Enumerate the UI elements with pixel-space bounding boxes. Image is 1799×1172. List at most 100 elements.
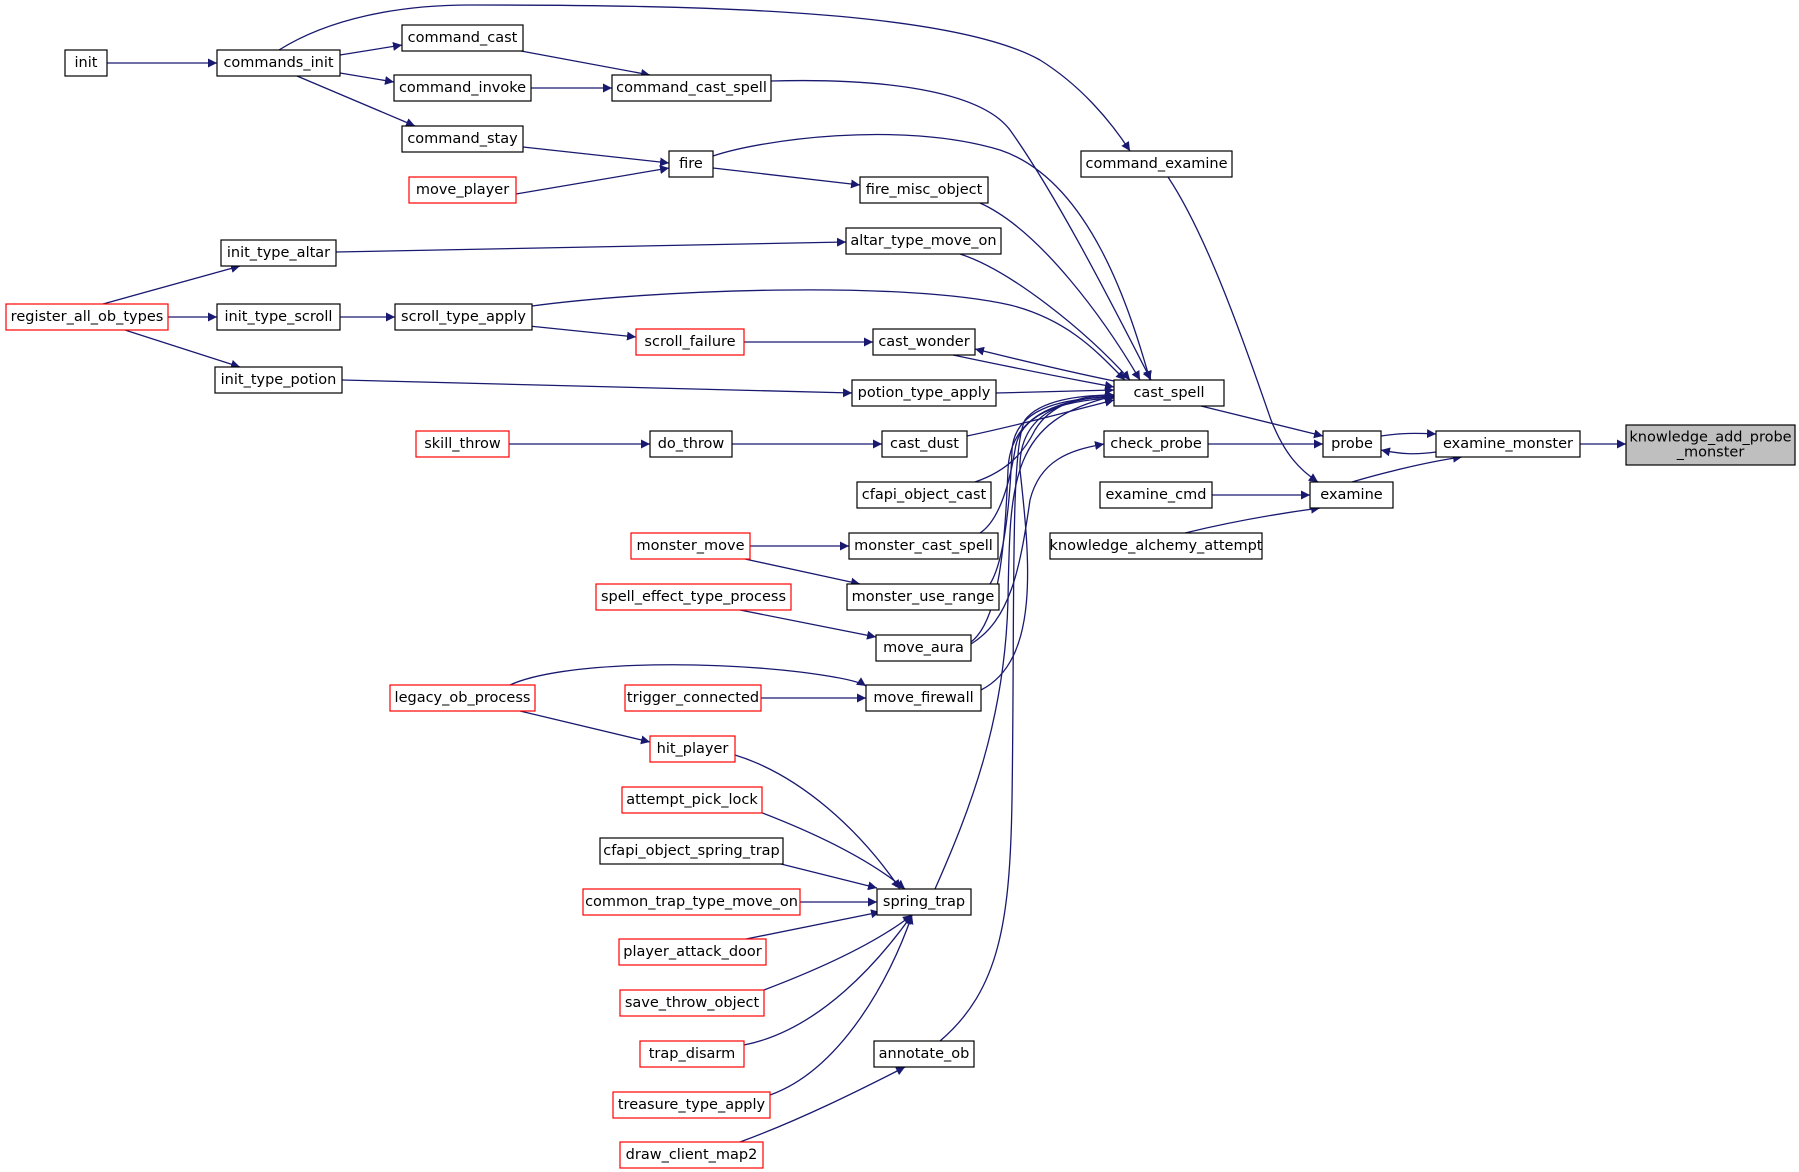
node-box — [1080, 150, 1233, 178]
node-label: altar_type_move_on — [850, 233, 996, 249]
node-command-invoke[interactable]: command_invoke — [393, 74, 532, 102]
node-examine-cmd[interactable]: examine_cmd — [1099, 481, 1213, 509]
node-label: _monster — [1676, 445, 1745, 461]
node-monster-cast-spell[interactable]: monster_cast_spell — [848, 532, 999, 560]
node-kaa[interactable]: knowledge_alchemy_attempt — [1049, 532, 1263, 560]
node-treasure-type-apply[interactable]: treasure_type_apply — [612, 1091, 771, 1119]
node-label: probe — [1331, 436, 1373, 452]
edge-attempt-pick-lock-to-spring-trap — [759, 811, 906, 890]
node-save-throw-object[interactable]: save_throw_object — [619, 989, 765, 1017]
node-commands-init[interactable]: commands_init — [216, 49, 341, 77]
node-attempt-pick-lock[interactable]: attempt_pick_lock — [621, 786, 763, 814]
node-fire-misc-object[interactable]: fire_misc_object — [859, 176, 989, 204]
node-altar-type-move-on[interactable]: altar_type_move_on — [845, 227, 1002, 255]
node-label: cast_spell — [1133, 385, 1204, 401]
node-do-throw[interactable]: do_throw — [649, 430, 733, 458]
node-skill-throw[interactable]: skill_throw — [415, 430, 510, 458]
node-label: treasure_type_apply — [618, 1097, 766, 1113]
node-box — [1435, 430, 1581, 458]
node-label: knowledge_alchemy_attempt — [1050, 538, 1263, 554]
node-box — [214, 366, 343, 394]
node-cast-spell[interactable]: cast_spell — [1113, 379, 1225, 407]
node-command-cast[interactable]: command_cast — [401, 24, 524, 52]
edge-init-type-altar-to-altar-type-move-on — [335, 237, 847, 253]
node-box — [216, 303, 341, 331]
node-label: command_stay — [407, 131, 518, 147]
node-legacy-ob-process[interactable]: legacy_ob_process — [389, 684, 536, 712]
node-box — [393, 74, 532, 102]
edge-monster-use-range-to-cast-spell — [989, 392, 1115, 585]
node-box — [611, 74, 772, 102]
node-cfapi-object-cast[interactable]: cfapi_object_cast — [856, 481, 992, 509]
edge-arrow — [959, 253, 1131, 381]
node-monster-use-range[interactable]: monster_use_range — [846, 583, 1000, 611]
node-label: monster_move — [636, 538, 744, 554]
node-label: hit_player — [657, 741, 729, 757]
node-command-examine[interactable]: command_examine — [1080, 150, 1233, 178]
edge-commands-init-to-command-invoke — [339, 72, 395, 85]
node-box — [635, 328, 745, 356]
node-potion-type-apply[interactable]: potion_type_apply — [851, 379, 997, 407]
edge-command-cast-spell-to-cast-spell — [770, 79, 1152, 381]
edge-arrow — [979, 202, 1141, 381]
node-init-type-scroll[interactable]: init_type_scroll — [216, 303, 341, 331]
node-label: legacy_ob_process — [395, 690, 531, 706]
edge-arrow — [989, 392, 1115, 585]
node-box — [873, 1040, 975, 1068]
node-check-probe[interactable]: check_probe — [1103, 430, 1209, 458]
node-box — [1049, 532, 1263, 560]
node-cast-wonder[interactable]: cast_wonder — [872, 328, 976, 356]
node-command-cast-spell[interactable]: command_cast_spell — [611, 74, 772, 102]
edge-arrow — [335, 237, 847, 253]
node-label: move_player — [416, 182, 509, 198]
node-box — [846, 583, 1000, 611]
node-label: command_invoke — [399, 80, 526, 96]
node-init[interactable]: init — [64, 49, 108, 77]
edge-command-stay-to-fire — [522, 146, 670, 167]
node-label: init_type_scroll — [225, 309, 333, 325]
edge-arrow — [1380, 429, 1437, 439]
node-draw-client-map2[interactable]: draw_client_map2 — [619, 1141, 764, 1169]
node-box — [582, 888, 801, 916]
node-move-aura[interactable]: move_aura — [875, 634, 972, 662]
node-init-type-altar[interactable]: init_type_altar — [220, 239, 337, 267]
edge-arrow — [970, 441, 1105, 645]
node-register-all-ob-types[interactable]: register_all_ob_types — [5, 303, 169, 331]
node-init-type-potion[interactable]: init_type_potion — [214, 366, 343, 394]
edge-hit-player-to-spring-trap — [734, 754, 901, 890]
node-box — [415, 430, 510, 458]
node-scroll-type-apply[interactable]: scroll_type_apply — [394, 303, 533, 331]
node-player-attack-door[interactable]: player_attack_door — [618, 938, 767, 966]
node-exmon[interactable]: examine_monster — [1435, 430, 1581, 458]
node-box — [851, 379, 997, 407]
node-monster-move[interactable]: monster_move — [630, 532, 751, 560]
node-scroll-failure[interactable]: scroll_failure — [635, 328, 745, 356]
node-spring-trap[interactable]: spring_trap — [876, 888, 972, 916]
node-spell-effect-type-process[interactable]: spell_effect_type_process — [595, 583, 792, 611]
node-probe[interactable]: probe — [1322, 430, 1382, 458]
node-move-player[interactable]: move_player — [408, 176, 517, 204]
edge-arrow — [339, 41, 403, 56]
node-trigger-connected[interactable]: trigger_connected — [624, 684, 762, 712]
edge-scroll-type-apply-to-cast-spell — [531, 289, 1126, 381]
node-fire[interactable]: fire — [668, 150, 714, 178]
node-annotate-ob[interactable]: annotate_ob — [873, 1040, 975, 1068]
node-examine[interactable]: examine — [1309, 481, 1394, 509]
node-cfapi-object-spring-trap[interactable]: cfapi_object_spring_trap — [599, 837, 784, 865]
edge-register-all-ob-types-to-init-type-altar — [102, 264, 241, 305]
edge-arrow — [939, 390, 1115, 1042]
node-box — [865, 684, 982, 712]
node-hit-player[interactable]: hit_player — [649, 735, 736, 763]
node-label: init_type_altar — [227, 245, 330, 261]
node-label: skill_throw — [424, 436, 501, 452]
node-command-stay[interactable]: command_stay — [401, 125, 524, 153]
edge-arrow — [102, 264, 241, 305]
node-box — [5, 303, 169, 331]
edge-arrow — [995, 385, 1115, 395]
node-kapm[interactable]: knowledge_add_probe_monster — [1625, 424, 1796, 466]
edge-commands-init-to-command-examine — [278, 4, 1131, 152]
node-cast-dust[interactable]: cast_dust — [881, 430, 968, 458]
node-move-firewall[interactable]: move_firewall — [865, 684, 982, 712]
node-trap-disarm[interactable]: trap_disarm — [639, 1040, 745, 1068]
node-common-trap-type-move-on[interactable]: common_trap_type_move_on — [582, 888, 801, 916]
